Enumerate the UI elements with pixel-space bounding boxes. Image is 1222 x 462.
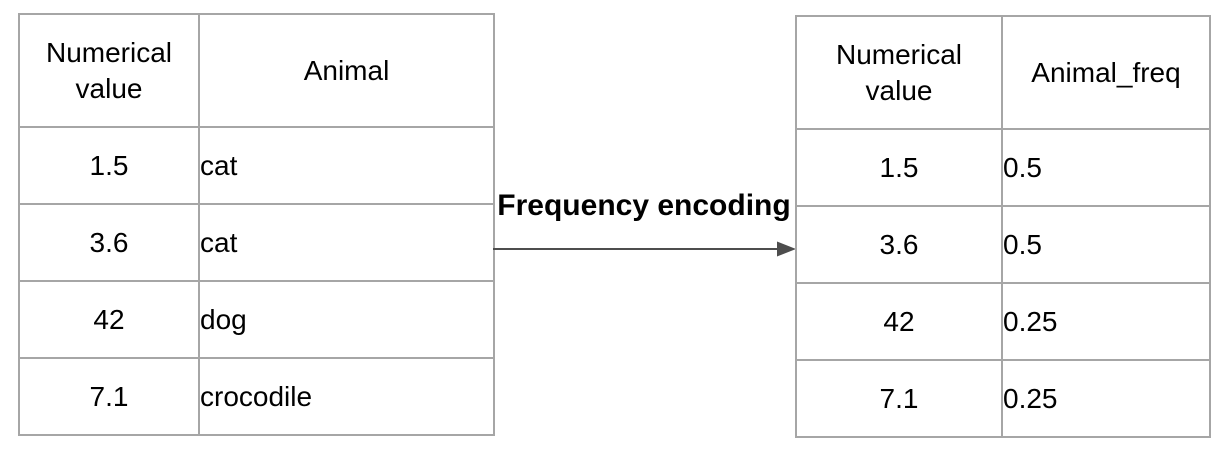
header-label: Numerical value (835, 38, 963, 106)
data-cell-numeric: 7.1 (18, 357, 200, 436)
table-header-row: Numerical value Animal (18, 13, 495, 128)
data-cell-numeric: 7.1 (795, 359, 1003, 438)
data-cell-animal: cat (198, 203, 495, 282)
data-cell-frequency: 0.5 (1001, 128, 1211, 207)
table-row: 7.1 0.25 (795, 359, 1211, 438)
transform-label: Frequency encoding (497, 189, 791, 222)
data-cell-numeric: 42 (795, 282, 1003, 361)
original-data-table: Numerical value Animal 1.5 cat 3.6 cat 4… (18, 13, 495, 436)
data-cell-animal: crocodile (198, 357, 495, 436)
header-cell-animal: Animal (198, 13, 495, 128)
header-cell-numerical-value: Numerical value (18, 13, 200, 128)
encoded-data-table: Numerical value Animal_freq 1.5 0.5 3.6 … (795, 15, 1211, 438)
header-label: Numerical value (45, 36, 173, 104)
table-row: 3.6 0.5 (795, 205, 1211, 284)
table-row: 7.1 crocodile (18, 357, 495, 436)
table-header-row: Numerical value Animal_freq (795, 15, 1211, 130)
data-cell-animal: cat (198, 126, 495, 205)
header-cell-numerical-value: Numerical value (795, 15, 1003, 130)
table-row: 1.5 0.5 (795, 128, 1211, 207)
data-cell-numeric: 3.6 (795, 205, 1003, 284)
header-label: Animal (303, 54, 390, 86)
right-arrow-icon (493, 241, 796, 257)
data-cell-frequency: 0.5 (1001, 205, 1211, 284)
data-cell-frequency: 0.25 (1001, 282, 1211, 361)
header-cell-animal-freq: Animal_freq (1001, 15, 1211, 130)
header-label: Animal_freq (1031, 56, 1181, 88)
data-cell-frequency: 0.25 (1001, 359, 1211, 438)
table-row: 42 0.25 (795, 282, 1211, 361)
data-cell-numeric: 42 (18, 280, 200, 359)
data-cell-animal: dog (198, 280, 495, 359)
table-row: 42 dog (18, 280, 495, 359)
table-row: 1.5 cat (18, 126, 495, 205)
arrow-head (777, 241, 796, 257)
data-cell-numeric: 1.5 (18, 126, 200, 205)
table-row: 3.6 cat (18, 203, 495, 282)
data-cell-numeric: 1.5 (795, 128, 1003, 207)
data-cell-numeric: 3.6 (18, 203, 200, 282)
